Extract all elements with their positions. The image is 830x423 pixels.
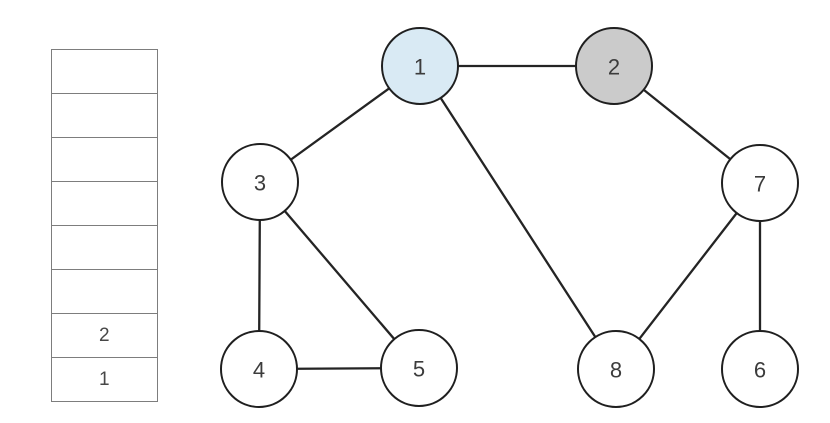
node-label-8: 8	[610, 358, 622, 383]
edge-3-5	[258, 180, 421, 370]
node-2: 2	[575, 27, 653, 105]
node-1: 1	[381, 27, 459, 105]
stack-cell-6: 2	[52, 314, 157, 358]
node-circle-8	[577, 330, 655, 408]
node-circle-7	[721, 144, 799, 222]
node-4: 4	[220, 330, 298, 408]
node-7: 7	[721, 144, 799, 222]
node-8: 8	[577, 330, 655, 408]
node-label-4: 4	[253, 358, 265, 383]
stack-cell-5	[52, 270, 157, 314]
node-circle-5	[380, 329, 458, 407]
node-label-7: 7	[754, 172, 766, 197]
node-circle-2	[575, 27, 653, 105]
node-label-6: 6	[754, 358, 766, 383]
node-circle-4	[220, 330, 298, 408]
stack-cell-0	[52, 50, 157, 94]
stack-cell-7: 1	[98, 368, 111, 390]
stack-cell-1	[52, 94, 157, 138]
node-circle-3	[221, 143, 299, 221]
node-circle-1	[381, 27, 459, 105]
node-label-3: 3	[254, 171, 266, 196]
node-label-2: 2	[608, 55, 620, 80]
stack-cell-3	[52, 182, 157, 226]
stack-cell-4	[52, 226, 157, 270]
node-5: 5	[380, 329, 458, 407]
node-label-5: 5	[413, 357, 425, 382]
edge-1-8	[418, 64, 618, 371]
node-circle-6	[721, 330, 799, 408]
node-6: 6	[721, 330, 799, 408]
stack-cell-2	[52, 138, 157, 182]
node-3: 3	[221, 143, 299, 221]
edge-7-8	[614, 181, 762, 371]
node-label-1: 1	[414, 55, 426, 80]
